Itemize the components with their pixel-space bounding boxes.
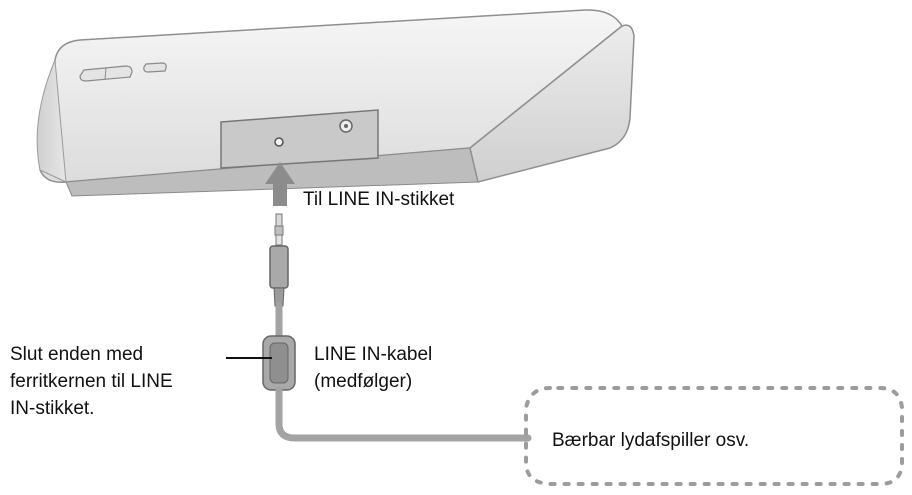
- cable-note: (medfølger): [314, 371, 413, 392]
- jack-panel: [220, 109, 379, 169]
- arrow-up-icon: [265, 162, 295, 206]
- cable-label: LINE IN-kabel: [314, 344, 433, 365]
- control-buttons: [79, 62, 167, 82]
- line-in-cable: [262, 213, 532, 442]
- ferrite-core-icon: [262, 335, 296, 391]
- speaker-dock: [36, 9, 635, 197]
- portable-player-outline: [524, 386, 904, 486]
- line-in-jack-label: Til LINE IN-stikket: [303, 189, 455, 210]
- ferrite-note-line-1: Slut enden med: [10, 344, 144, 365]
- portable-player-label: Bærbar lydafspiller osv.: [552, 430, 750, 451]
- ferrite-note-line-3: IN-stikket.: [10, 398, 95, 419]
- ferrite-note-line-2: ferritkernen til LINE: [10, 371, 173, 392]
- line-in-jack-icon: [274, 137, 284, 147]
